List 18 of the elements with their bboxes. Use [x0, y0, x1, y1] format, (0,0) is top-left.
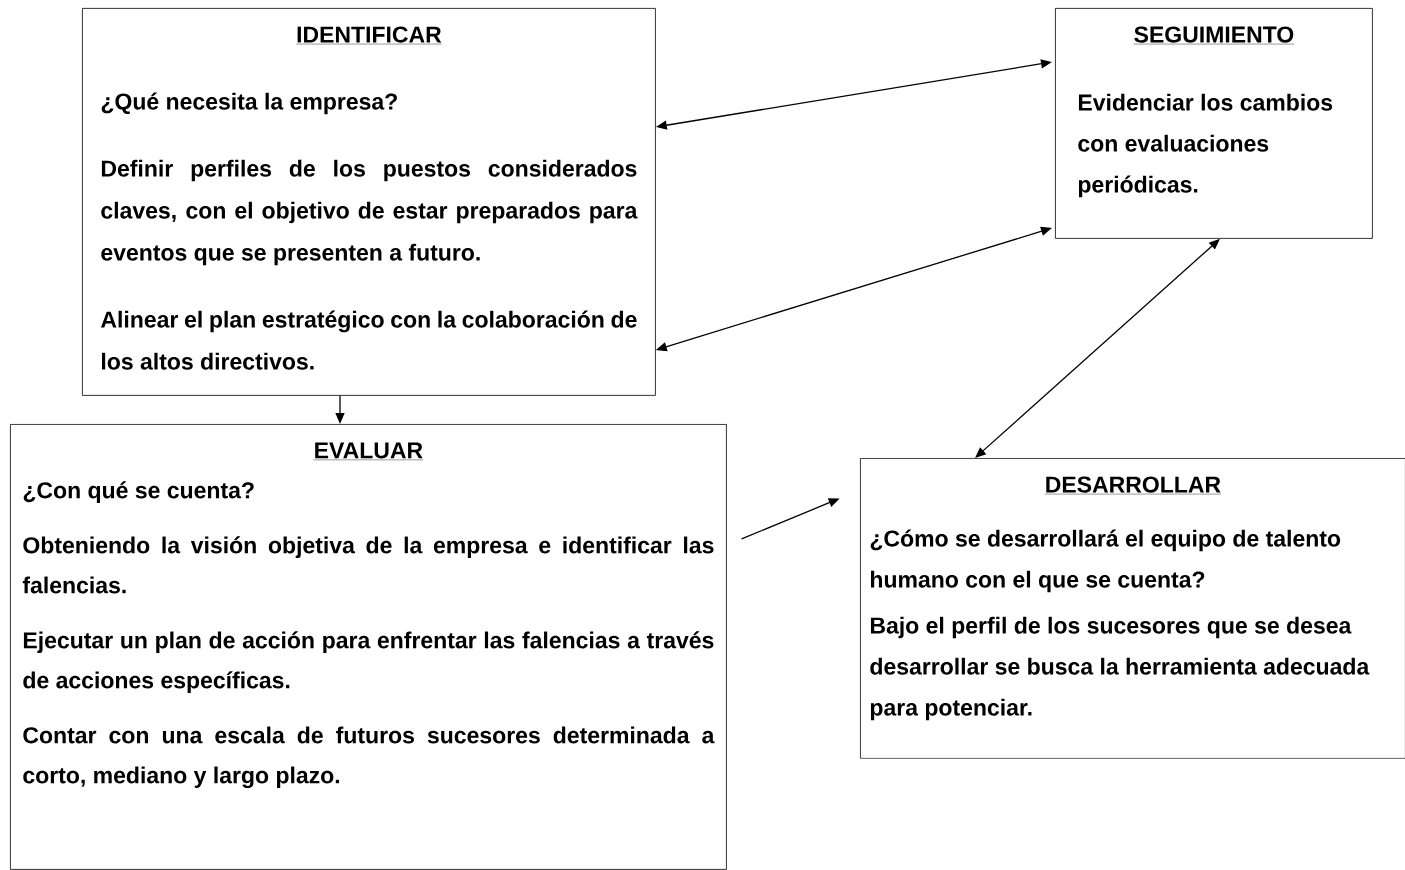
box-paragraph: ¿Con qué se cuenta? — [23, 481, 254, 503]
box-paragraph: Ejecutar un plan de acción para enfrentar las falencias a través de acciones específicas. — [23, 631, 714, 693]
box-paragraph: Evidenciar los cambios con evaluaciones periódicas. — [1078, 93, 1333, 198]
process-box — [1055, 8, 1373, 239]
box-paragraph: ¿Qué necesita la empresa? — [101, 92, 397, 115]
box-heading: SEGUIMIENTO — [1133, 26, 1295, 45]
box-paragraph: Bajo el perfil de los sucesores que se desea desarrollar se busca la herramienta adecuada para potenciar. — [870, 616, 1370, 721]
process-box — [10, 424, 727, 870]
process-box — [860, 458, 1405, 759]
box-paragraph: Alinear el plan estratégico con la colaboración de los altos directivos. — [101, 310, 637, 370]
box-heading: DESARROLLAR — [1044, 476, 1222, 495]
box-heading: EVALUAR — [313, 442, 424, 461]
process-box — [82, 8, 656, 396]
box-paragraph: Definir perfiles de los puestos considerados claves, con el objetivo de estar preparados para eventos que se presenten a futuro. — [101, 159, 638, 266]
box-paragraph: Contar con una escala de futuros sucesores determinada a corto, mediano y largo plazo. — [23, 726, 715, 789]
box-heading: IDENTIFICAR — [295, 26, 442, 45]
box-paragraph: ¿Cómo se desarrollará el equipo de talento humano con el que se cuenta? — [870, 529, 1341, 593]
box-paragraph: Obteniendo la visión objetiva de la empresa e identificar las falencias. — [22, 536, 714, 594]
